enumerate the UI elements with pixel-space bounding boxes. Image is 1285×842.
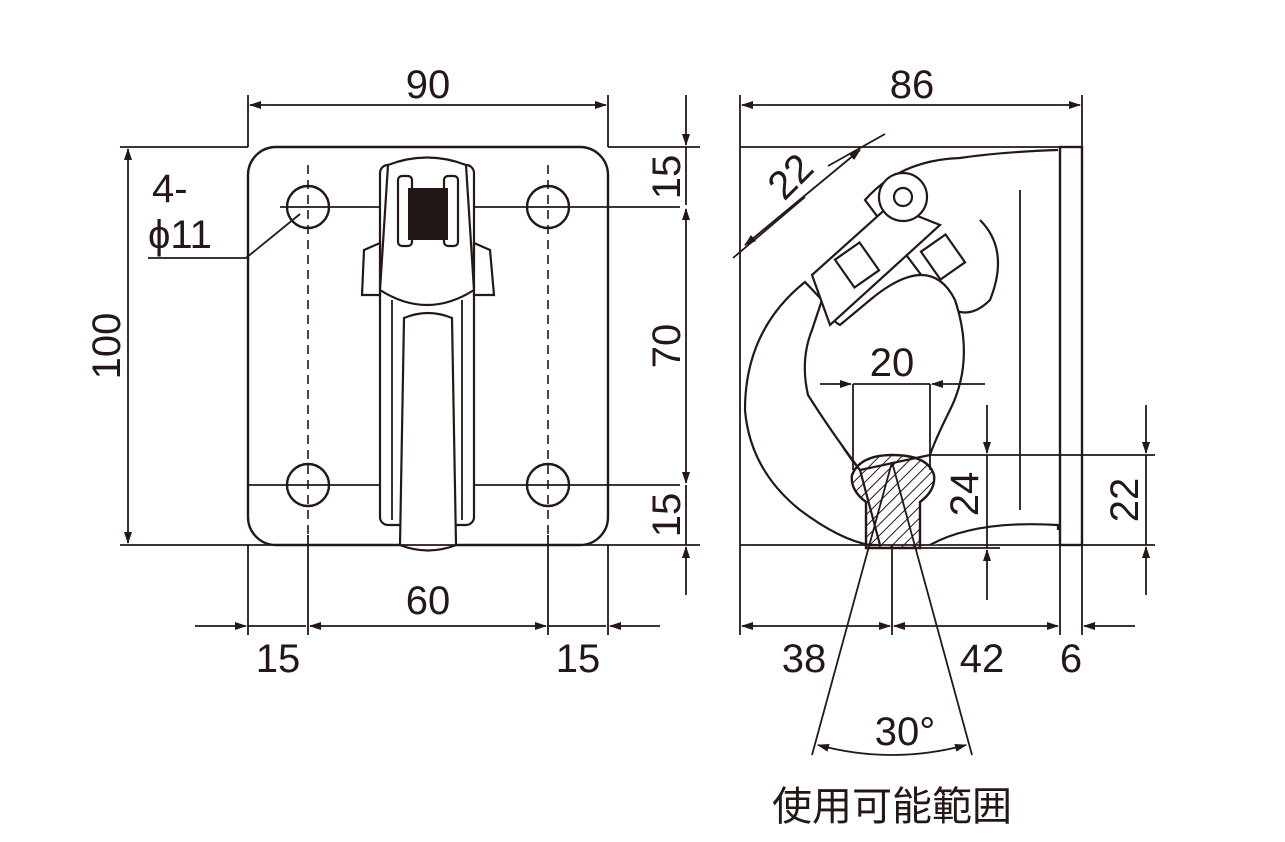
side-view: 86 22 20 24 22 38 42 6 [732, 63, 1155, 830]
bar-section [850, 453, 936, 550]
dim-offset-right: 42 [960, 637, 1005, 681]
hook-side [743, 148, 1060, 547]
dim-overall-depth: 86 [890, 63, 935, 107]
hole-note-qty: 4- [152, 167, 188, 211]
dim-edge-bottom: 15 [645, 493, 689, 538]
mounting-hole [285, 184, 331, 230]
mounting-hole [285, 462, 331, 508]
usable-range-label: 使用可能範囲 [772, 784, 1012, 830]
dim-opening: 20 [870, 341, 915, 385]
mounting-hole [525, 462, 571, 508]
dim-hook-width: 22 [760, 146, 823, 209]
hole-note-diameter: ϕ11 [148, 213, 212, 257]
dim-edge-left: 15 [256, 637, 301, 681]
front-view: 90 100 15 70 15 60 15 15 4- ϕ11 [85, 63, 700, 681]
dim-overall-height: 100 [85, 313, 129, 380]
dim-hole-spacing: 60 [406, 579, 451, 623]
dim-bar-height: 24 [943, 472, 987, 517]
backing-plate [1058, 145, 1084, 547]
dim-plate-thickness: 6 [1060, 637, 1082, 681]
dim-hole-pitch-vertical: 70 [645, 324, 689, 369]
dim-base-height: 22 [1103, 478, 1147, 523]
dim-overall-width: 90 [406, 63, 451, 107]
dim-edge-top: 15 [645, 155, 689, 200]
angle-arc [817, 744, 967, 756]
mounting-hole [525, 184, 571, 230]
hole-note-leader [148, 213, 301, 259]
hook-front [360, 156, 496, 552]
dim-offset-left: 38 [782, 637, 827, 681]
dim-angle: 30° [875, 710, 936, 754]
dim-edge-right: 15 [556, 637, 601, 681]
